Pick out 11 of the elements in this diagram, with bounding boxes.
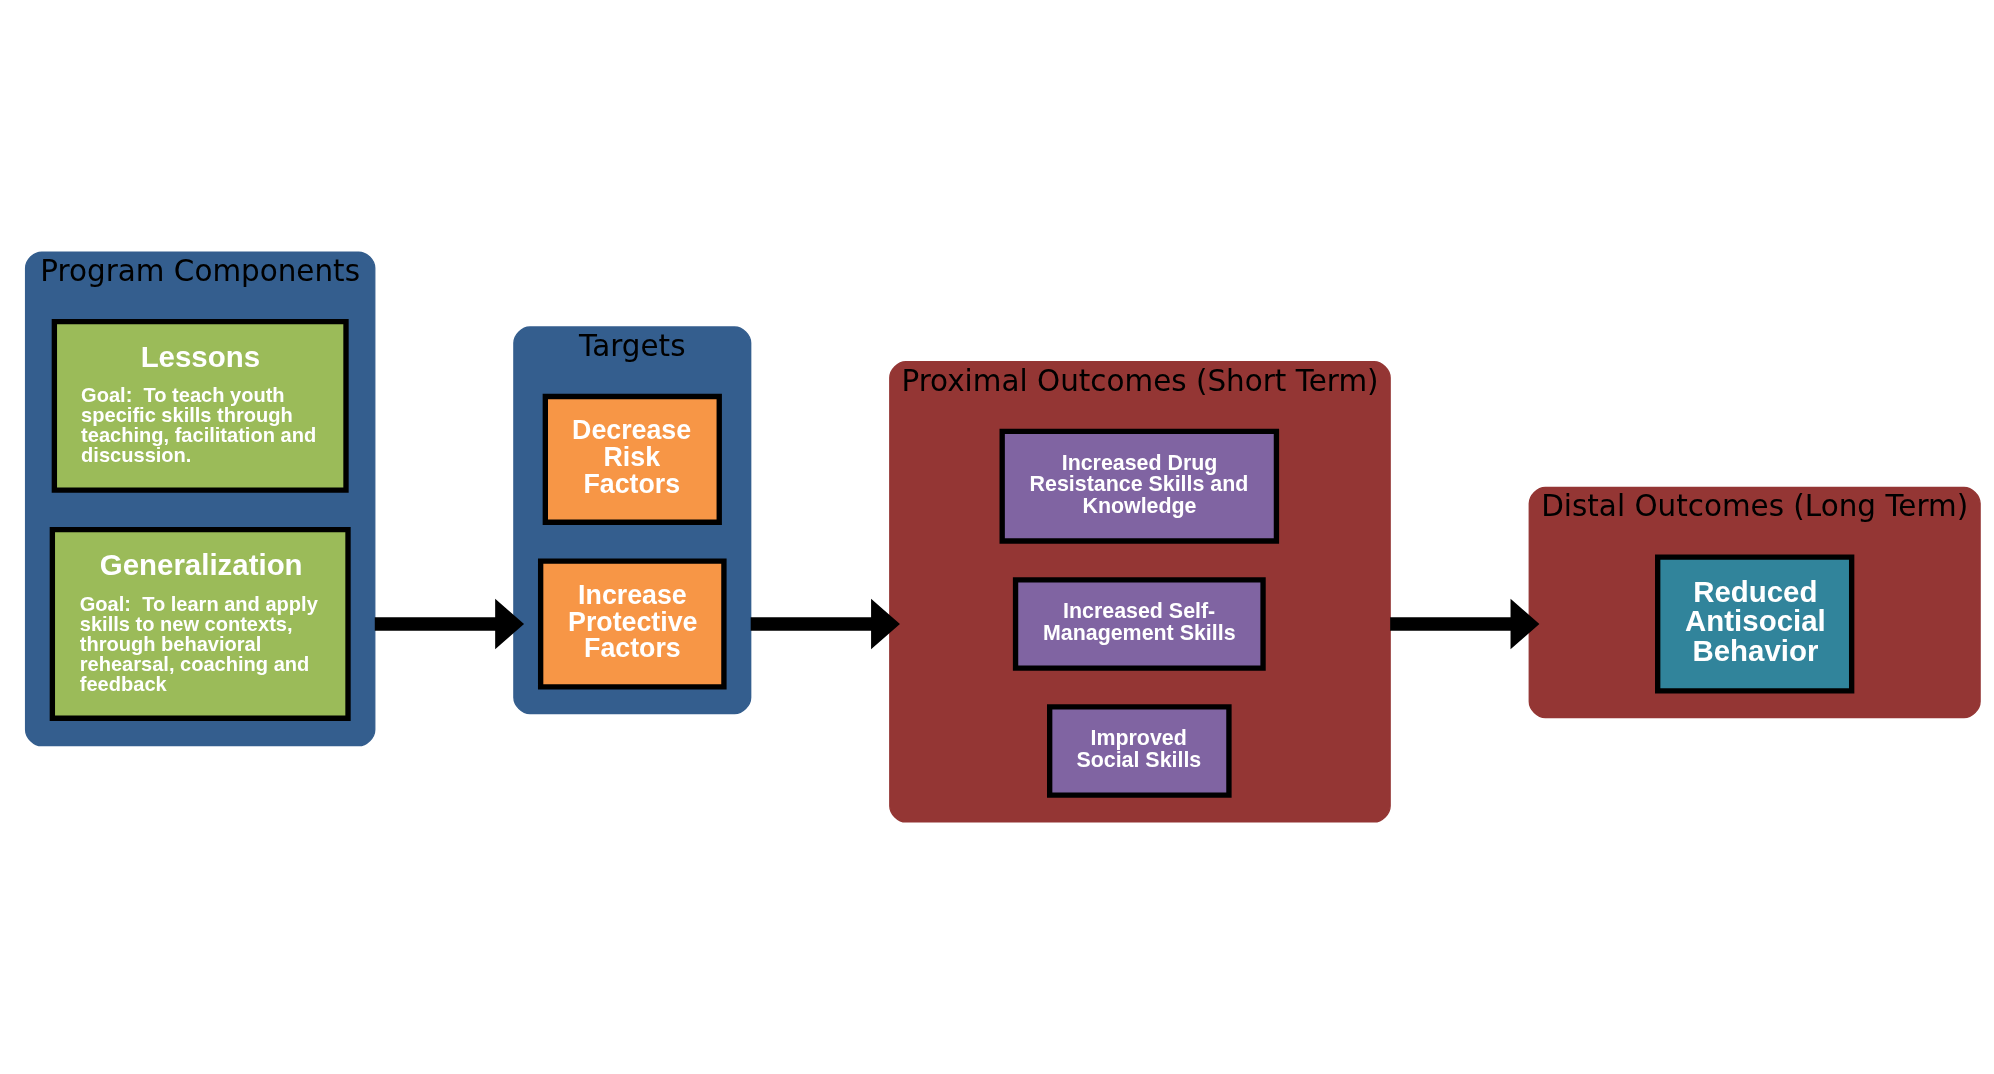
node-box: Improved Social Skills <box>1046 704 1232 798</box>
node-box: Reduced Antisocial Behavior <box>1654 554 1854 694</box>
node-box: Increase Protective Factors <box>537 558 727 690</box>
node-box: Lessons Goal: To teach youth specific skills through teaching, facilitation and discussion. <box>51 318 349 493</box>
node-box: Generalization Goal: To learn and apply skills to new contexts, through behavioral rehearsal, coaching and feedback <box>49 526 351 721</box>
arrow <box>374 598 524 650</box>
node-box: Increased Drug Resistance Skills and Knowledge <box>999 428 1279 544</box>
arrow <box>1389 598 1539 650</box>
arrow <box>750 598 900 650</box>
node-box: Increased Self-Management Skills <box>1012 577 1266 671</box>
node-box: Decrease Risk Factors <box>542 393 722 525</box>
